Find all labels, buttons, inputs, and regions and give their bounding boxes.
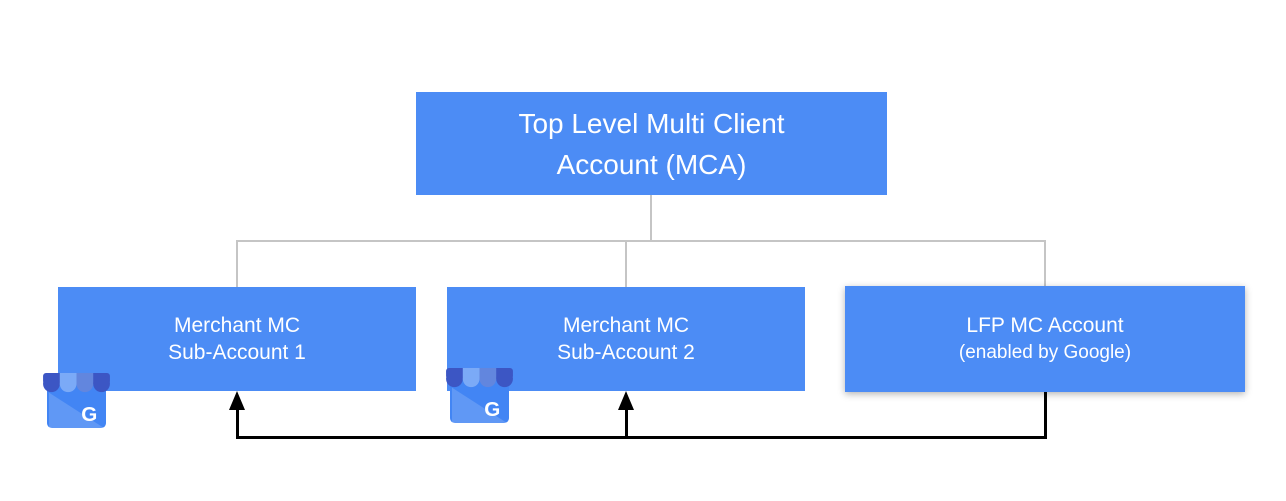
- node-label-line: Account (MCA): [556, 148, 747, 180]
- node-merchant-sub-account-1: Merchant MC Sub-Account 1: [58, 287, 416, 391]
- google-my-business-icon: G: [43, 371, 110, 435]
- feed-line-up-sub1: [236, 407, 239, 437]
- node-label-line: LFP MC Account: [966, 314, 1124, 337]
- feed-line-lfp-down: [1044, 392, 1047, 437]
- google-my-business-icon: G: [446, 366, 513, 430]
- node-label-line: Sub-Account 1: [168, 341, 306, 364]
- node-label-line: Top Level Multi Client: [518, 107, 785, 139]
- storefront-icon: G: [446, 367, 513, 424]
- up-arrowhead-icon-sub1: [229, 391, 245, 410]
- g-letter: G: [81, 403, 97, 426]
- node-label-line: Merchant MC: [173, 314, 301, 337]
- connector-crossbar: [236, 240, 1046, 242]
- node-label-line: (enabled by Google): [958, 342, 1132, 363]
- g-letter: G: [484, 398, 500, 421]
- feed-line-up-sub2: [625, 407, 628, 437]
- node-label-line: Sub-Account 2: [557, 341, 695, 364]
- feed-line-horizontal: [236, 436, 1047, 439]
- connector-root-stem: [650, 195, 652, 241]
- up-arrowhead-icon-sub2: [618, 391, 634, 410]
- connector-drop-lfp: [1044, 240, 1046, 286]
- node-top-level-mca: Top Level Multi Client Account (MCA): [416, 92, 887, 195]
- node-lfp-mc-account: LFP MC Account (enabled by Google): [845, 286, 1245, 392]
- node-label-line: Merchant MC: [562, 314, 690, 337]
- connector-drop-sub2: [625, 240, 627, 287]
- storefront-icon: G: [43, 372, 110, 429]
- connector-drop-sub1: [236, 240, 238, 287]
